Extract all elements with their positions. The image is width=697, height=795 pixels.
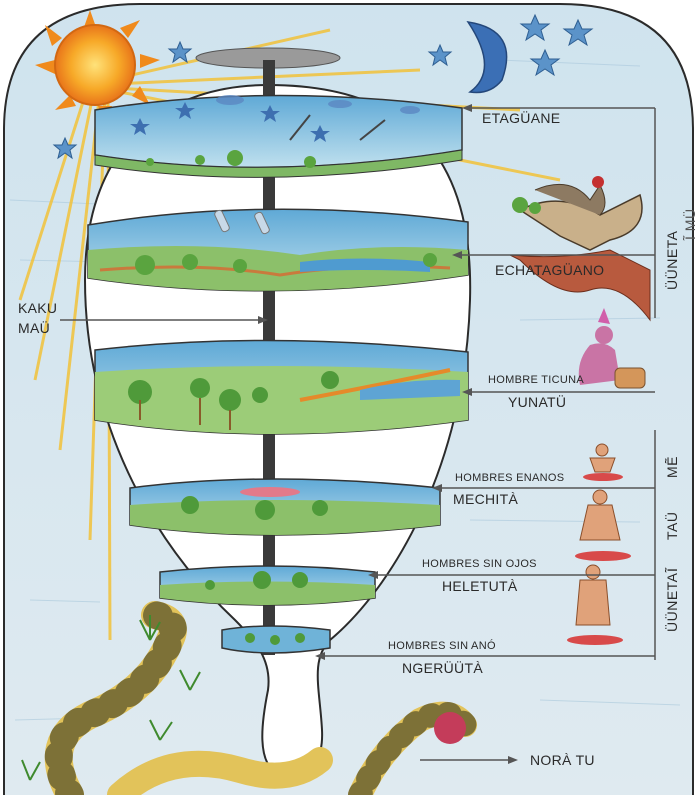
label-kaku: KAKU: [18, 300, 57, 316]
side-label-upper-cut: Ĩ MÜ: [682, 208, 697, 240]
layer-mechita: [130, 479, 440, 535]
label-hombres-sin-ojos: HOMBRES SIN OJOS: [422, 558, 537, 570]
label-mechita: MECHITÀ: [453, 491, 518, 507]
layer-ngeruuta: [222, 626, 330, 653]
label-heletuta: HELETUTÀ: [442, 578, 518, 594]
label-hombre-ticuna: HOMBRE TICUNA: [488, 374, 584, 386]
side-label-i: Ĩ: [664, 568, 680, 572]
side-label-me: MẼ: [664, 456, 680, 478]
label-yunatu: YUNATÜ: [508, 394, 566, 410]
layer-yunatu: [95, 340, 468, 434]
label-echataguano: ECHATAGÜANO: [495, 262, 604, 278]
label-ngeruuta: NGERÜÜTÀ: [402, 660, 483, 676]
label-etaguane: ETAGÜANE: [482, 110, 560, 126]
side-label-uuneta-upper: ÜÜNETA: [664, 230, 680, 290]
layer-echataguano: [88, 209, 468, 291]
label-mau: MAÜ: [18, 320, 50, 336]
label-hombres-sin-ano: HOMBRES SIN ANÓ: [388, 640, 496, 652]
layer-heletuta: [160, 566, 375, 605]
label-nora-tu: NORÀ TU: [530, 752, 595, 768]
layer-etaguane: [95, 95, 462, 177]
side-label-uuneta-lower: ÜÜNETA: [664, 572, 680, 632]
side-label-tau: TAÜ: [664, 512, 680, 540]
label-hombres-enanos: HOMBRES ENANOS: [455, 472, 564, 484]
